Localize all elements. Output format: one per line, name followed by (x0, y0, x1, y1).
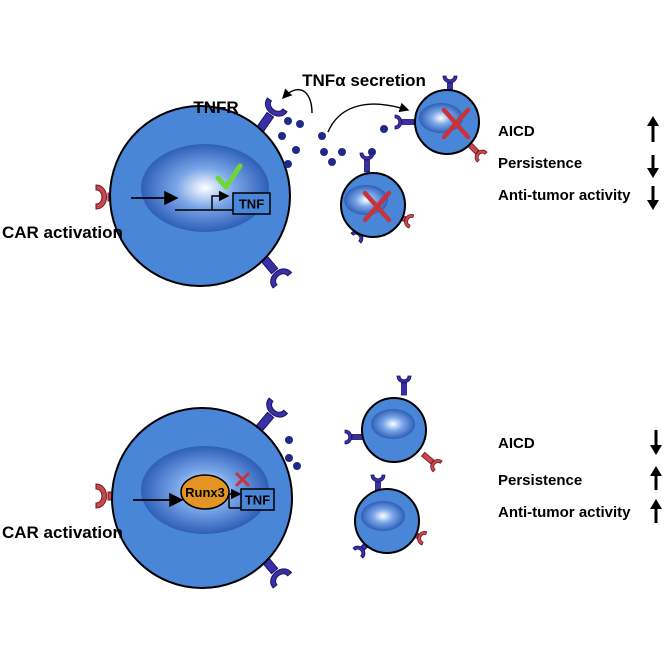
promoter-arrow-icon (211, 190, 230, 210)
secretion-label: TNFα secretion (302, 71, 426, 90)
small-nucleus (371, 409, 415, 439)
cross-icon (235, 472, 250, 487)
outcome-aicd: AICD (498, 435, 535, 452)
down-arrow-icon (647, 186, 659, 210)
down-arrow-icon (647, 155, 659, 178)
nucleus (141, 144, 269, 232)
down-arrow-icon (650, 430, 662, 455)
outcome-anti-tumor: Anti-tumor activity (498, 504, 631, 521)
small-receptor-icon (396, 375, 412, 396)
small-receptor-icon (394, 114, 415, 130)
bottom-panel: Runx3 TNF CAR activation AICD Persistenc… (2, 375, 662, 589)
tnf-gene-label: TNF (239, 197, 264, 212)
cross-icon (362, 190, 392, 223)
car-activation-label: CAR activation (2, 523, 123, 542)
outcome-persistence: Persistence (498, 472, 582, 489)
outcome-persistence: Persistence (498, 155, 582, 172)
runx3-label: Runx3 (185, 485, 225, 500)
check-icon (215, 163, 243, 190)
paracrine-arrow (327, 102, 410, 133)
cross-icon (441, 107, 471, 140)
autocrine-arrow (282, 88, 313, 114)
up-arrow-icon (647, 116, 659, 142)
car-activation-label: CAR activation (2, 223, 123, 242)
outcome-anti-tumor: Anti-tumor activity (498, 187, 631, 204)
tnf-gene-label: TNF (245, 493, 270, 508)
tnf-alpha-dots (278, 117, 388, 168)
small-car-receptor-icon (418, 448, 443, 473)
outcome-aicd: AICD (498, 123, 535, 140)
small-nucleus (361, 501, 405, 531)
up-arrow-icon (650, 499, 662, 523)
tnfr-label: TNFR (193, 98, 238, 117)
runx3-repressor (180, 474, 230, 510)
small-receptor-icon (359, 152, 375, 173)
tnf-alpha-dots (285, 436, 301, 470)
top-panel: TNF (2, 71, 659, 289)
up-arrow-icon (650, 466, 662, 490)
tnf-gene-box (232, 192, 271, 215)
tnf-gene-box (240, 488, 275, 511)
small-nucleus (419, 103, 463, 133)
